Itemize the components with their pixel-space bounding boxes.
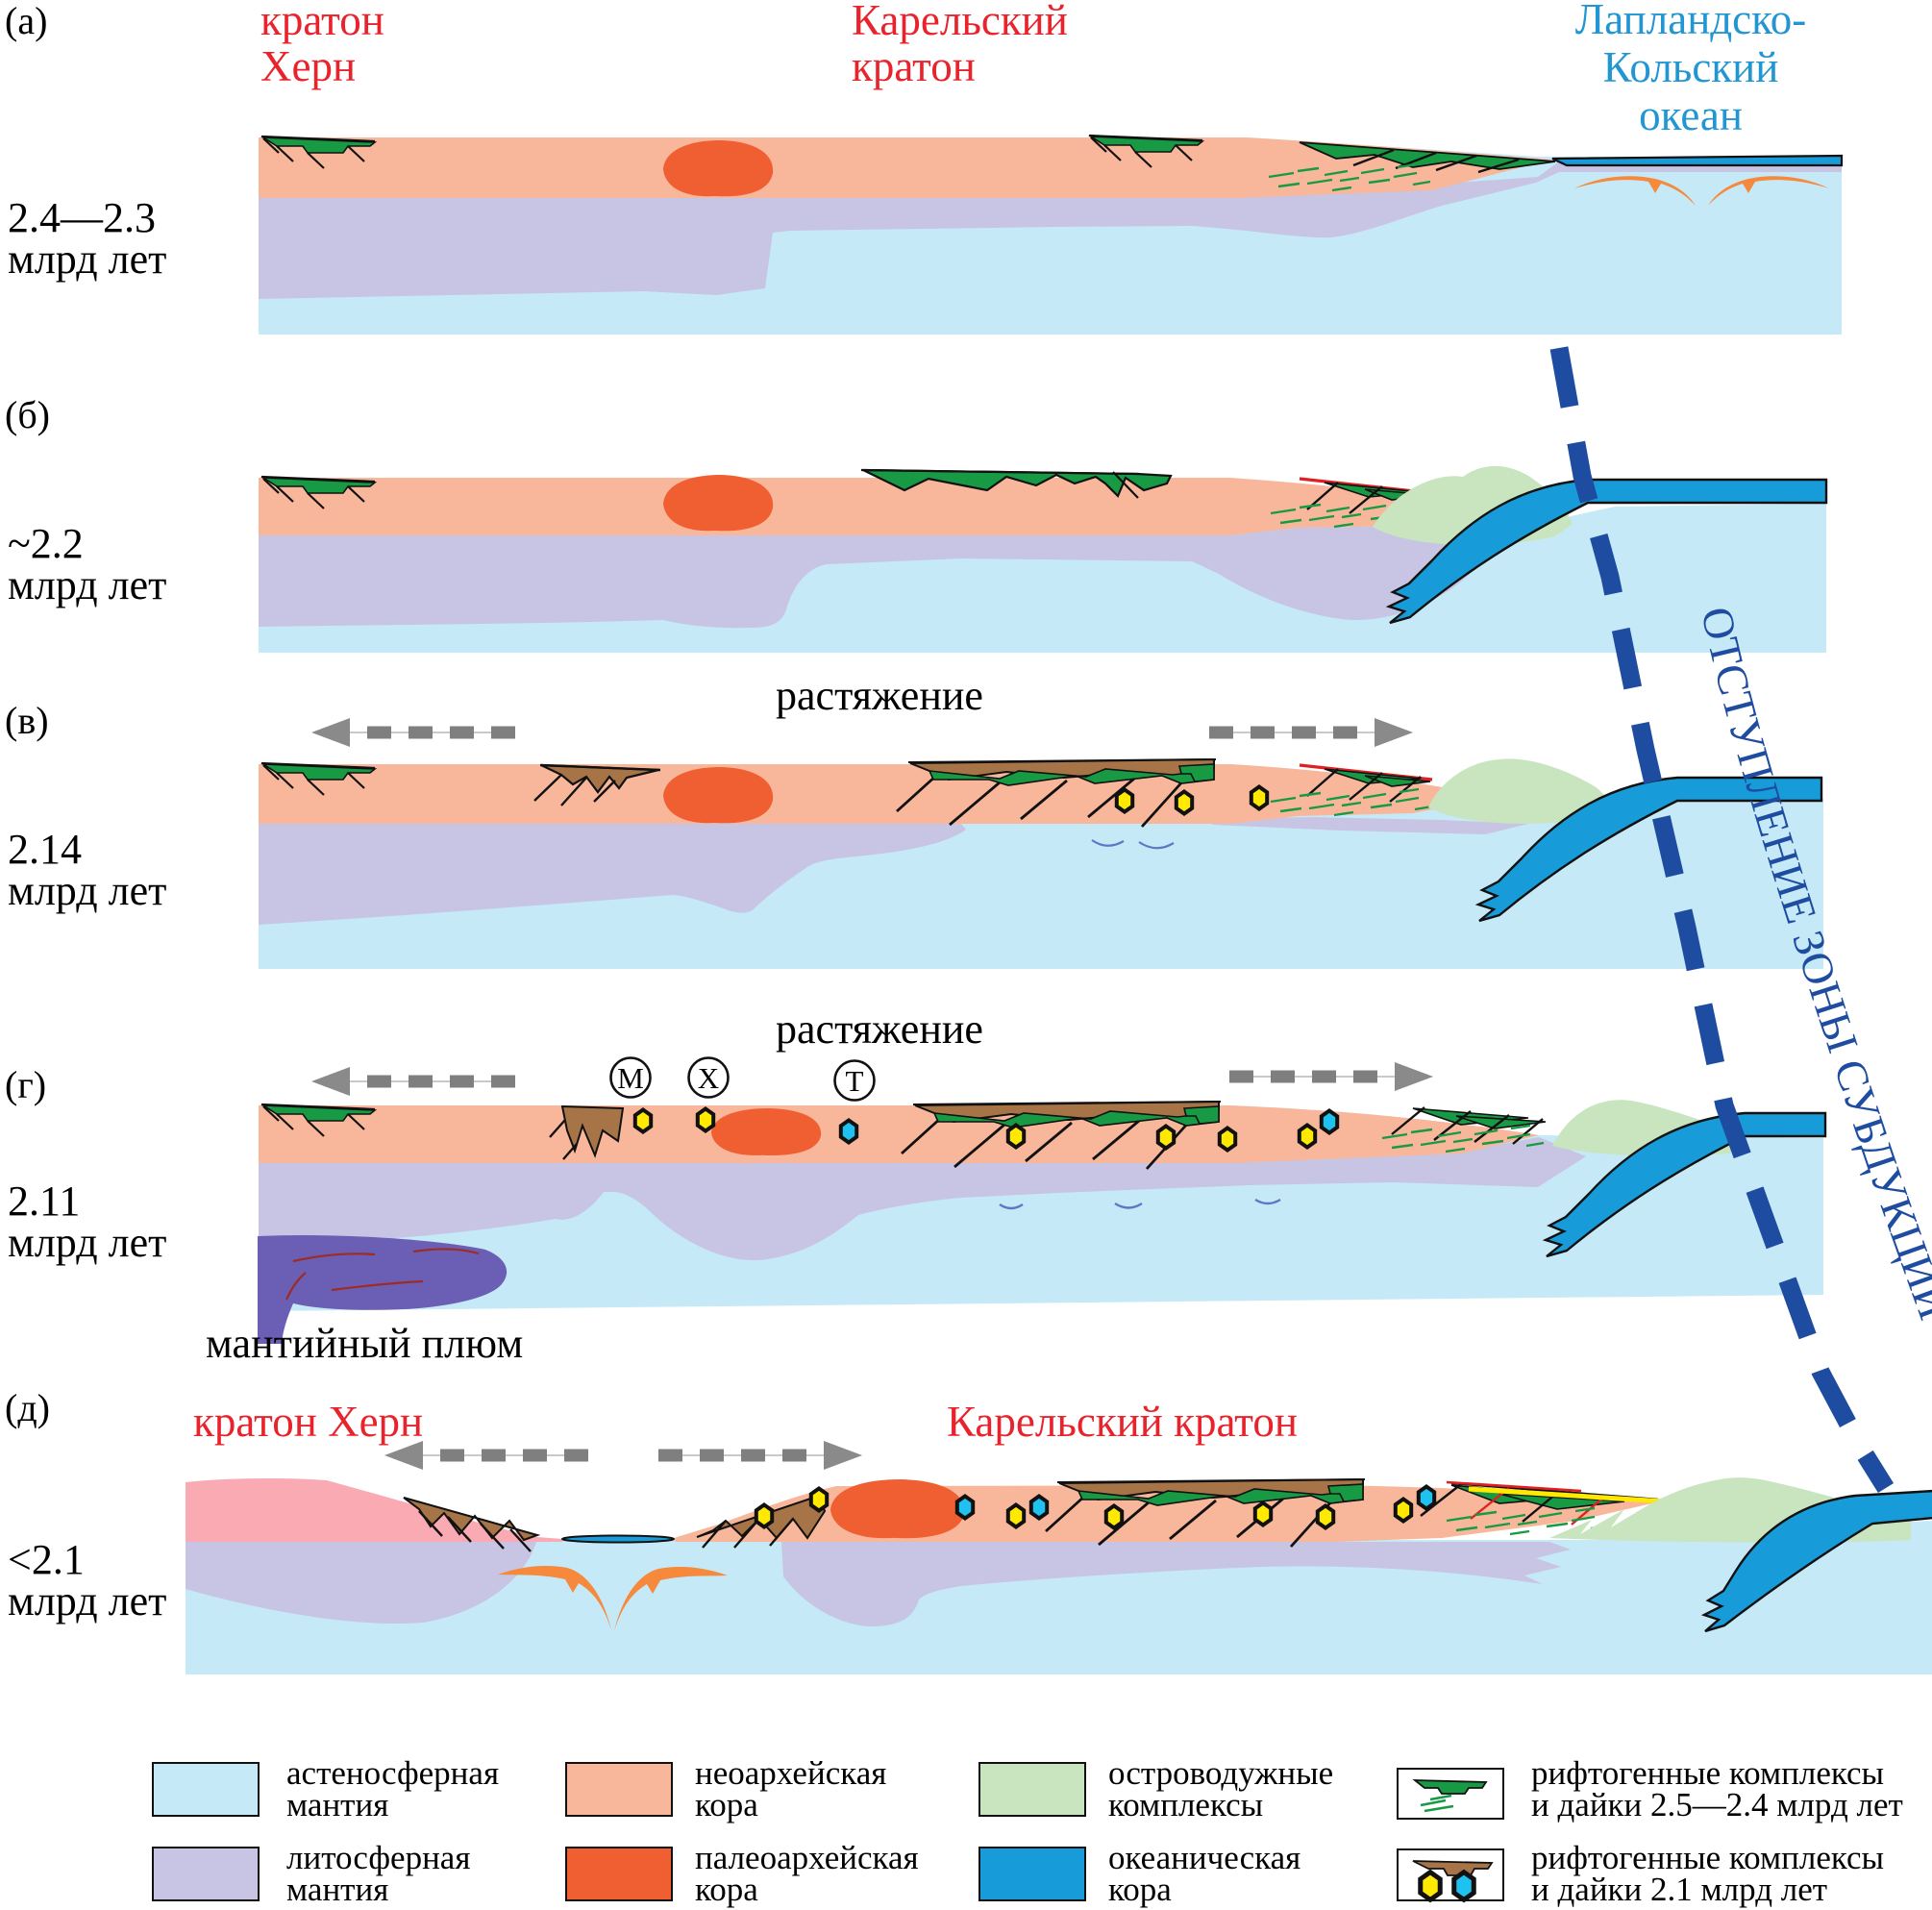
svg-text:Т: Т xyxy=(846,1064,864,1098)
svg-text:(г): (г) xyxy=(5,1063,46,1106)
svg-text:неоархейская: неоархейская xyxy=(695,1754,886,1792)
svg-text:палеоархейская: палеоархейская xyxy=(695,1839,919,1876)
svg-text:~2.2: ~2.2 xyxy=(8,520,84,567)
svg-text:мантийный плюм: мантийный плюм xyxy=(206,1320,523,1367)
svg-text:островодужные: островодужные xyxy=(1108,1754,1333,1792)
svg-text:млрд лет: млрд лет xyxy=(8,1219,166,1266)
svg-text:кратон: кратон xyxy=(260,0,384,44)
svg-text:кора: кора xyxy=(695,1786,758,1823)
svg-text:растяжение: растяжение xyxy=(776,672,983,719)
svg-text:(д): (д) xyxy=(5,1386,50,1429)
svg-text:2.14: 2.14 xyxy=(8,826,82,873)
svg-text:кора: кора xyxy=(695,1871,758,1908)
svg-text:рифтогенные комплексы: рифтогенные комплексы xyxy=(1531,1754,1884,1792)
svg-text:рифтогенные комплексы: рифтогенные комплексы xyxy=(1531,1839,1884,1876)
svg-text:литосферная: литосферная xyxy=(286,1839,470,1876)
svg-text:млрд лет: млрд лет xyxy=(8,1577,166,1625)
svg-text:кратон Херн: кратон Херн xyxy=(193,1398,423,1446)
svg-text:мантия: мантия xyxy=(286,1786,388,1823)
svg-text:Х: Х xyxy=(698,1061,719,1095)
svg-text:(б): (б) xyxy=(5,393,50,436)
svg-text:и дайки 2.1 млрд лет: и дайки 2.1 млрд лет xyxy=(1531,1871,1827,1908)
svg-text:Карельский кратон: Карельский кратон xyxy=(947,1398,1298,1446)
svg-text:мантия: мантия xyxy=(286,1871,388,1908)
svg-text:Карельский: Карельский xyxy=(852,0,1068,44)
svg-text:<2.1: <2.1 xyxy=(8,1536,85,1583)
svg-text:2.4—2.3: 2.4—2.3 xyxy=(8,194,156,241)
svg-text:(в): (в) xyxy=(5,699,49,742)
svg-text:М: М xyxy=(617,1061,644,1095)
svg-text:млрд лет: млрд лет xyxy=(8,867,166,914)
svg-text:кора: кора xyxy=(1108,1871,1172,1908)
svg-text:растяжение: растяжение xyxy=(776,1005,983,1053)
svg-text:астеносферная: астеносферная xyxy=(286,1754,499,1792)
svg-text:комплексы: комплексы xyxy=(1108,1786,1263,1823)
svg-text:Кольский: Кольский xyxy=(1603,43,1779,91)
svg-text:Херн: Херн xyxy=(260,42,356,90)
svg-text:млрд лет: млрд лет xyxy=(8,236,166,283)
svg-text:океан: океан xyxy=(1639,91,1743,139)
svg-text:млрд лет: млрд лет xyxy=(8,561,166,608)
svg-text:Лапландско-: Лапландско- xyxy=(1575,0,1806,43)
svg-text:и дайки 2.5—2.4 млрд лет: и дайки 2.5—2.4 млрд лет xyxy=(1531,1786,1903,1823)
svg-text:кратон: кратон xyxy=(852,42,976,90)
svg-text:2.11: 2.11 xyxy=(8,1178,80,1225)
svg-text:(а): (а) xyxy=(5,0,47,42)
svg-text:океаническая: океаническая xyxy=(1108,1839,1300,1876)
